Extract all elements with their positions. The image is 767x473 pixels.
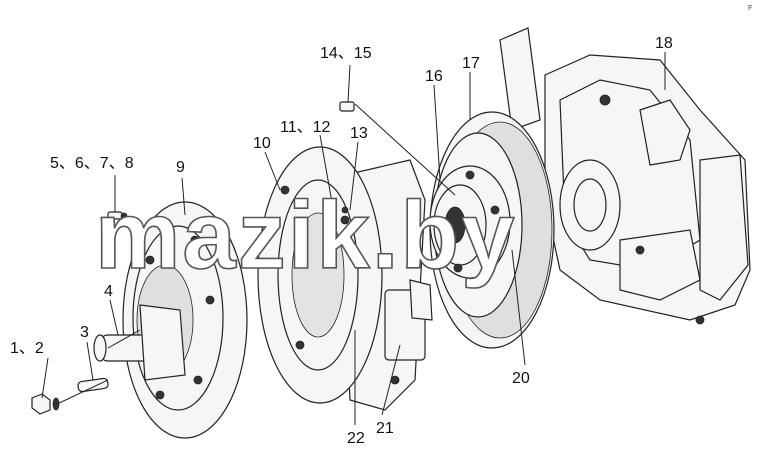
hub-16 [429,165,511,279]
callout-9: 9 [176,159,185,176]
callout-11-12: 11、12 [280,119,331,136]
fasteners-11-15 [329,101,355,216]
callout-3: 3 [80,324,89,341]
shaft-4 [93,304,186,381]
callout-16: 16 [425,68,443,85]
callout-22: 22 [347,430,365,447]
callout-14-15: 14、15 [320,45,372,62]
callout-5-8: 5、6、7、8 [50,155,134,172]
callout-13: 13 [350,125,368,142]
callout-1-2: 1、2 [10,340,44,357]
corner-mark: F [748,5,752,12]
nut-washer-1-2 [31,393,60,415]
pin-3 [77,377,109,393]
steering-knuckle-18 [499,27,751,325]
callout-20: 20 [512,370,530,387]
callout-4: 4 [104,283,113,300]
callout-10: 10 [253,135,271,152]
callout-17: 17 [462,55,480,72]
leader-lines [41,52,666,425]
callout-18: 18 [655,35,673,52]
backing-plate-10 [257,146,383,404]
callout-21: 21 [376,420,394,437]
watermark-text: mazik.by [95,182,517,289]
